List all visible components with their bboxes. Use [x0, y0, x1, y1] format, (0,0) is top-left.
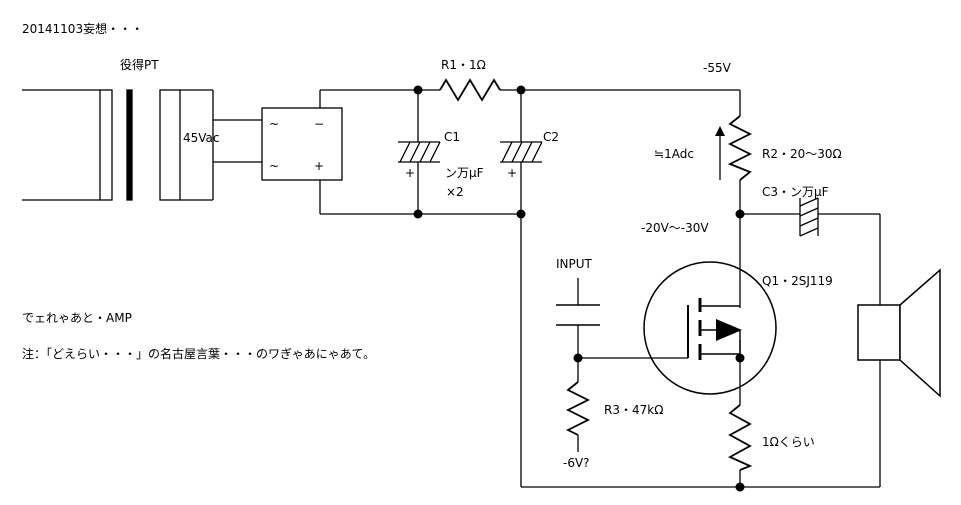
footnote: 注：「どえらい・・・」の名古屋言葉・・・のワぎゃあにゃあて。 — [22, 346, 375, 361]
rectifier-ac1-label: ~ — [269, 117, 279, 131]
capacitor-c3 — [799, 197, 819, 237]
c2-plus-label: + — [507, 166, 517, 180]
capacitor-c1 — [398, 141, 441, 163]
rectifier-plus-label: + — [314, 159, 324, 173]
capacitor-input — [556, 304, 600, 326]
resistor-r1 — [439, 78, 501, 102]
transformer-core — [126, 89, 133, 201]
junctions — [413, 85, 745, 492]
current-label: ≒1Adc — [654, 147, 694, 161]
rectifier-ac2-label: ~ — [269, 159, 279, 173]
capacitor-c2 — [500, 141, 543, 163]
drain-voltage-label: -20V〜-30V — [641, 221, 709, 235]
c1-value-label: ン万μF — [445, 166, 484, 180]
c2-name-label: C2 — [543, 130, 559, 144]
c1-name-label: C1 — [444, 130, 460, 144]
amp-name-note: でェれゃあと・AMP — [22, 311, 132, 325]
voltage-ac-label: 45Vac — [183, 131, 220, 145]
source-resistor-label: 1Ωくらい — [762, 435, 815, 449]
secondary-winding — [159, 89, 181, 201]
page-title: 20141103妄想・・・ — [22, 21, 143, 36]
bias-voltage-label: -6V? — [563, 456, 590, 470]
r2-label: R2・20〜30Ω — [762, 147, 842, 161]
resistor-r3 — [565, 381, 591, 436]
c1-plus-label: + — [405, 166, 415, 180]
c1-multiplier-label: ×2 — [446, 185, 464, 199]
wires — [22, 89, 881, 488]
current-arrow-icon — [715, 126, 725, 180]
primary-winding — [99, 89, 113, 201]
transformer — [99, 89, 181, 201]
rectifier-minus-label: − — [314, 117, 324, 131]
q1-label: Q1・2SJ119 — [762, 274, 833, 288]
resistor-rs — [727, 404, 753, 471]
bridge-rectifier — [261, 107, 343, 181]
mosfet-q1 — [643, 261, 777, 395]
r3-label: R3・47kΩ — [604, 403, 663, 417]
transformer-label: 役得PT — [120, 57, 159, 72]
supply-voltage-label: -55V — [703, 61, 732, 75]
speaker-icon — [857, 268, 941, 398]
r1-label: R1・1Ω — [441, 58, 486, 72]
resistor-r2 — [727, 115, 753, 181]
c3-label: C3・ン万μF — [762, 185, 829, 199]
input-label: INPUT — [556, 257, 593, 271]
